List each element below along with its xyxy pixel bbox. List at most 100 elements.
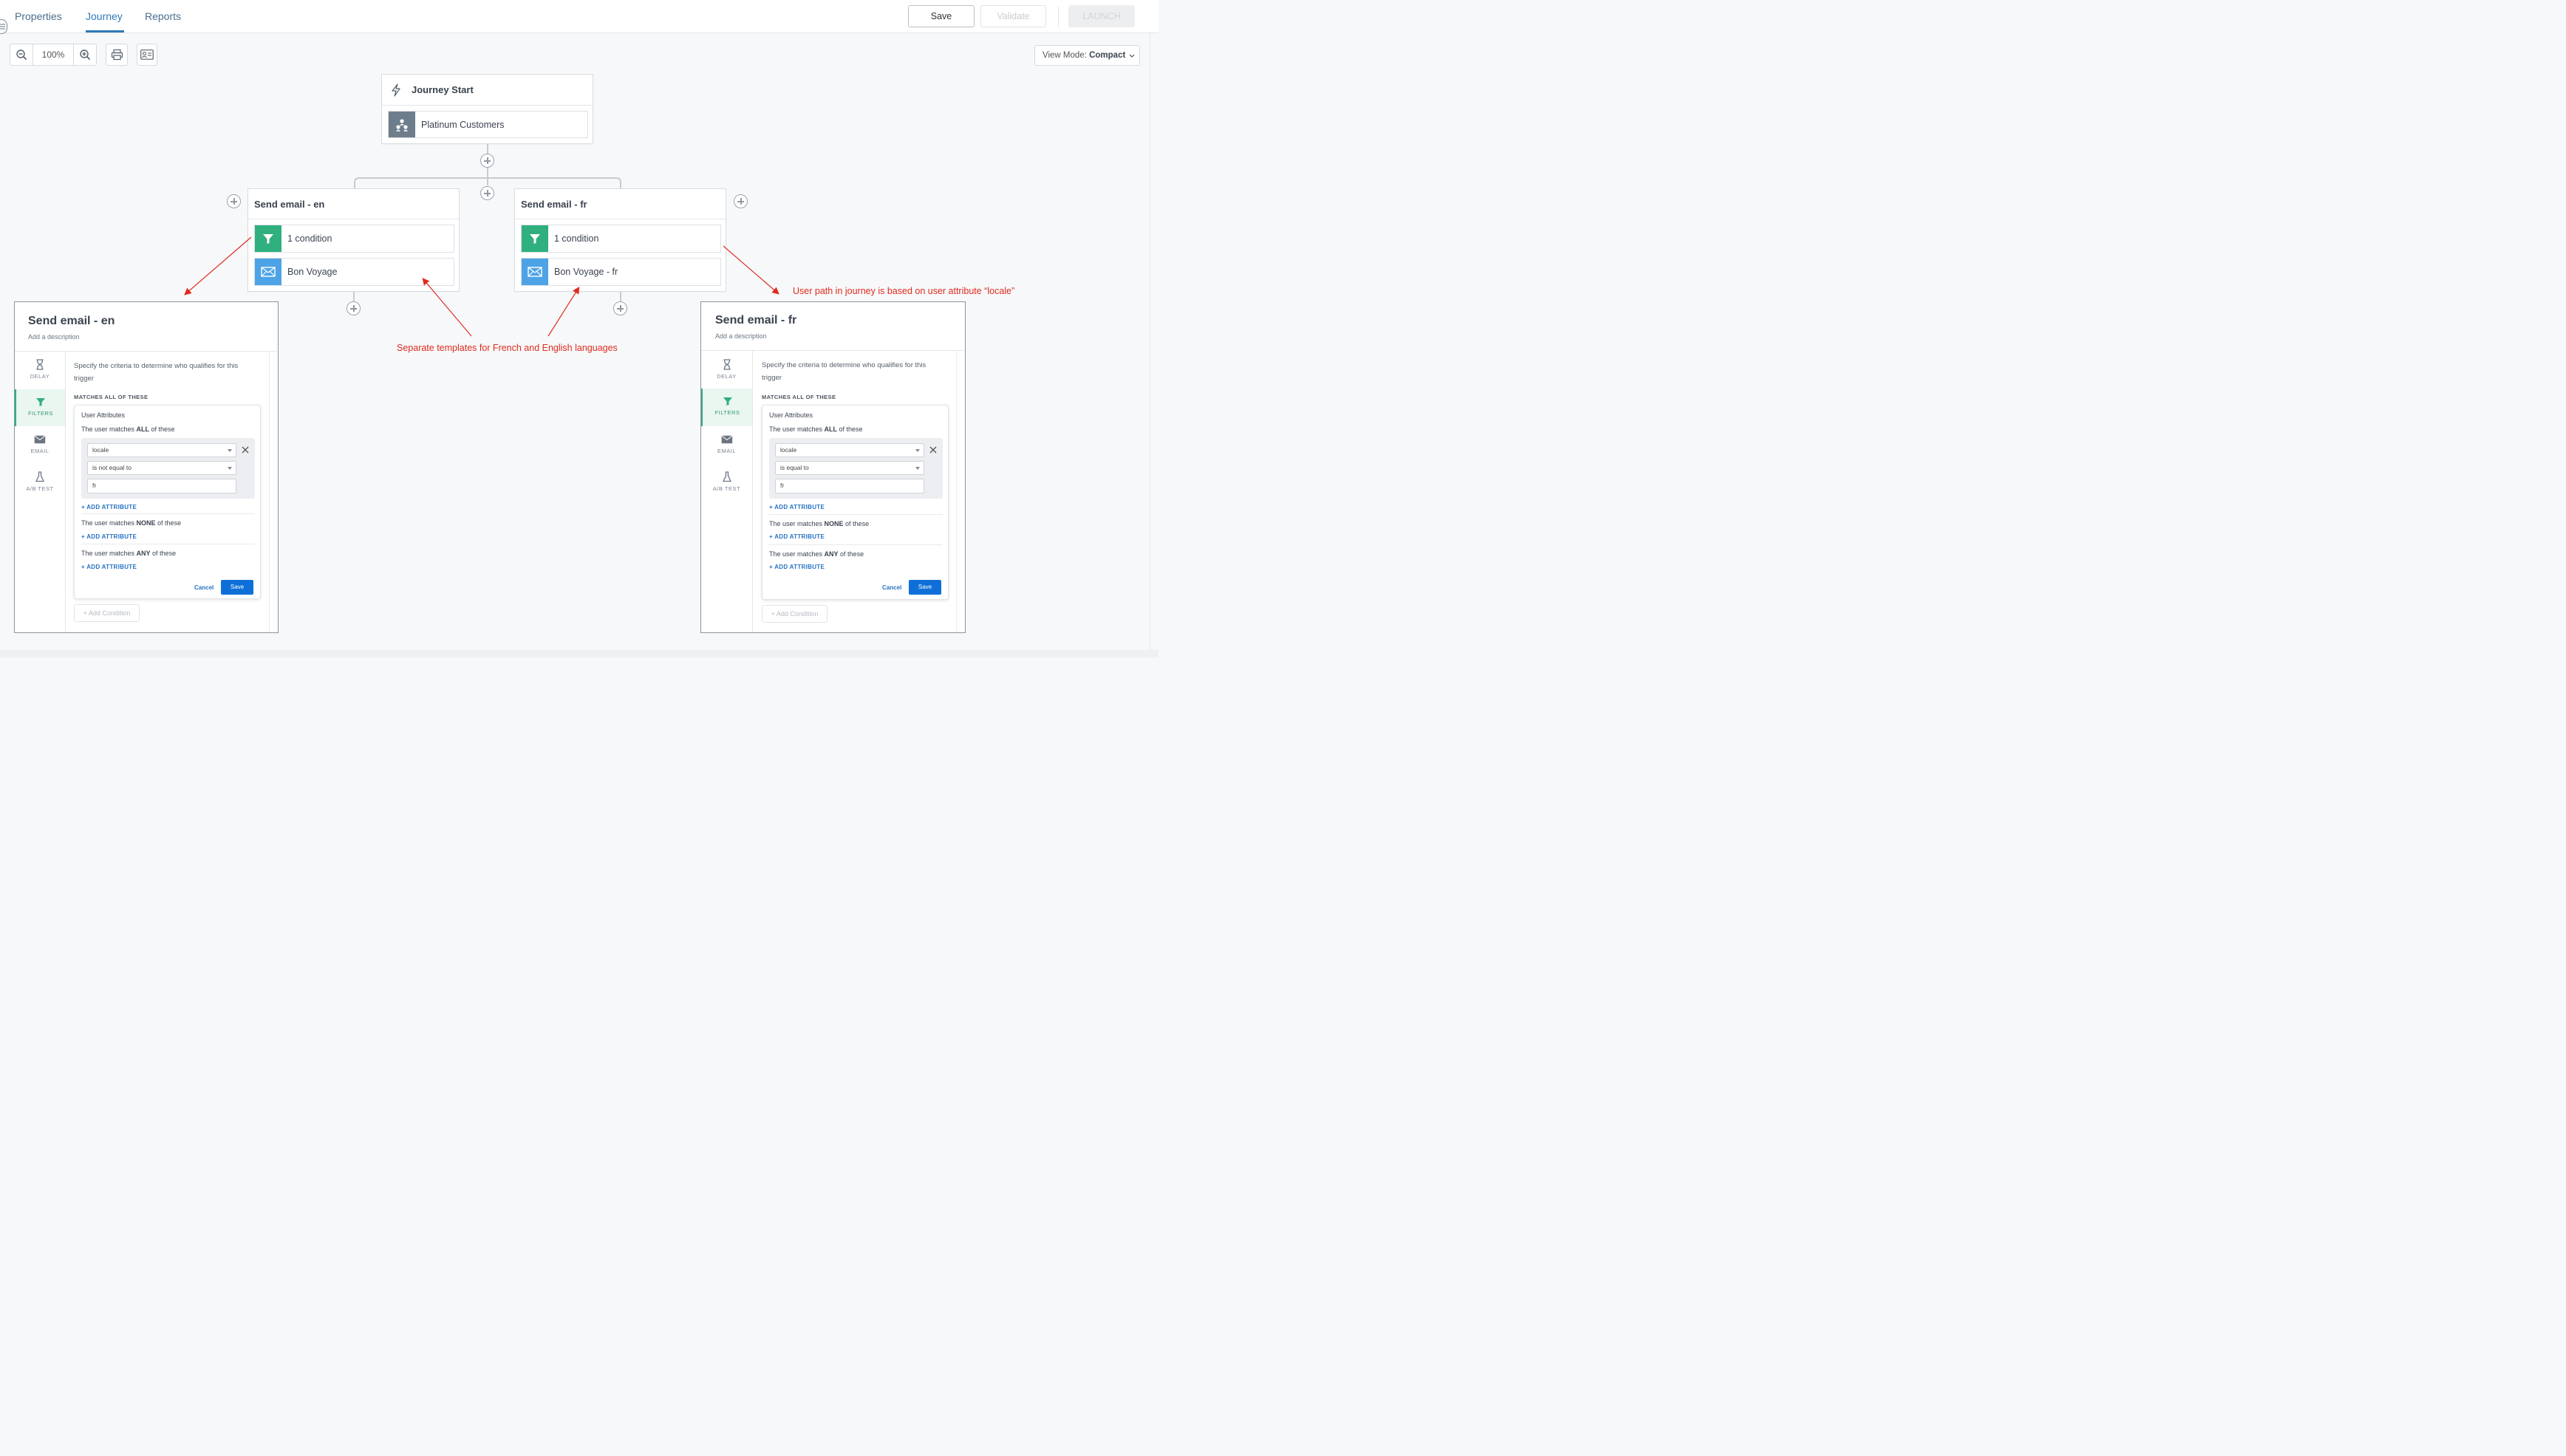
- annotation-arrows: [184, 236, 779, 337]
- match-any-text: The user matches ANY of these: [81, 550, 177, 557]
- add-attribute-none-link[interactable]: + ADD ATTRIBUTE: [769, 533, 825, 540]
- send-email-fr-card[interactable]: Send email - fr 1 condition Bon Voyage -…: [514, 188, 726, 292]
- filter-icon-tile: [255, 225, 281, 252]
- attribute-select[interactable]: locale: [87, 443, 236, 457]
- view-mode-dropdown[interactable]: View Mode: Compact: [1034, 45, 1140, 66]
- envelope-icon: [720, 435, 733, 444]
- user-attributes-label: User Attributes: [81, 411, 126, 419]
- journey-start-title: Journey Start: [412, 84, 474, 95]
- filter-icon: [530, 234, 540, 244]
- nav-filters[interactable]: FILTERS: [701, 389, 752, 426]
- remove-condition-icon[interactable]: [242, 446, 249, 454]
- add-branch-right-button[interactable]: [734, 194, 748, 208]
- add-condition-button[interactable]: + Add Condition: [74, 604, 140, 622]
- add-step-fr-button[interactable]: [613, 301, 627, 315]
- nav-email[interactable]: EMAIL: [15, 435, 65, 465]
- add-branch-button[interactable]: [480, 186, 494, 200]
- send-email-en-card[interactable]: Send email - en 1 condition Bon Voyage: [248, 188, 460, 292]
- connector-line: [487, 144, 488, 154]
- condition-row-fr[interactable]: 1 condition: [521, 225, 721, 253]
- remove-condition-icon[interactable]: [929, 446, 937, 454]
- branch-fr-title: Send email - fr: [521, 199, 587, 210]
- value-input[interactable]: fr: [87, 479, 236, 493]
- criteria-text: Specify the criteria to determine who qu…: [762, 361, 927, 382]
- add-attribute-all-link[interactable]: + ADD ATTRIBUTE: [769, 504, 825, 510]
- add-description-link[interactable]: Add a description: [28, 333, 80, 341]
- nav-delay-label: DELAY: [30, 373, 50, 380]
- panel-nav-divider: [752, 350, 753, 632]
- matches-all-heading: MATCHES ALL OF THESE: [762, 394, 836, 400]
- hourglass-icon: [36, 359, 44, 370]
- active-tab-indicator: [86, 30, 124, 33]
- operator-select[interactable]: is equal to: [775, 461, 924, 475]
- nav-delay[interactable]: DELAY: [701, 358, 752, 387]
- email-template-name: Bon Voyage - fr: [554, 267, 618, 277]
- nav-ab-test-label: A/B TEST: [712, 485, 741, 492]
- chevron-down-icon: [228, 467, 232, 470]
- attribute-select[interactable]: locale: [775, 443, 924, 457]
- filter-icon: [36, 398, 45, 406]
- branch-en-title: Send email - en: [254, 199, 325, 210]
- nav-filters-label: FILTERS: [714, 409, 740, 416]
- condition-row-en[interactable]: 1 condition: [254, 225, 454, 253]
- add-attribute-any-link[interactable]: + ADD ATTRIBUTE: [81, 564, 137, 570]
- save-button[interactable]: Save: [908, 5, 975, 27]
- nav-email-label: EMAIL: [717, 448, 736, 454]
- segment-name: Platinum Customers: [421, 120, 505, 130]
- segment-row[interactable]: Platinum Customers: [388, 111, 588, 138]
- cancel-button[interactable]: Cancel: [194, 584, 214, 591]
- filter-editor: User Attributes The user matches ALL of …: [762, 405, 949, 600]
- horizontal-scrollbar[interactable]: [0, 650, 1159, 657]
- zoom-out-button[interactable]: [10, 44, 34, 65]
- condition-count: 1 condition: [287, 233, 332, 244]
- nav-ab-test[interactable]: A/B TEST: [701, 471, 752, 501]
- nav-email[interactable]: EMAIL: [701, 435, 752, 465]
- add-condition-button[interactable]: + Add Condition: [762, 605, 828, 623]
- panel-scrollbar[interactable]: [956, 350, 957, 632]
- add-attribute-all-link[interactable]: + ADD ATTRIBUTE: [81, 504, 137, 510]
- add-step-en-button[interactable]: [347, 301, 361, 315]
- email-row-fr[interactable]: Bon Voyage - fr: [521, 258, 721, 286]
- validate-button[interactable]: Validate: [980, 5, 1046, 27]
- print-button[interactable]: [106, 44, 128, 66]
- connector-line: [353, 291, 355, 301]
- contact-card-icon: [140, 49, 154, 60]
- add-attribute-none-link[interactable]: + ADD ATTRIBUTE: [81, 533, 137, 540]
- section-divider: [81, 513, 255, 514]
- filter-icon: [723, 397, 732, 406]
- nav-ab-test[interactable]: A/B TEST: [15, 471, 65, 501]
- connector-line: [620, 291, 621, 301]
- segment-icon-tile: [389, 112, 415, 137]
- tab-reports[interactable]: Reports: [145, 10, 182, 22]
- zoom-in-button[interactable]: [74, 44, 96, 65]
- operator-select[interactable]: is not equal to: [87, 461, 236, 475]
- nav-ab-test-label: A/B TEST: [26, 485, 54, 492]
- save-filter-button[interactable]: Save: [909, 580, 941, 595]
- send-email-fr-panel: Send email - fr Add a description DELAY …: [700, 301, 966, 633]
- email-row-en[interactable]: Bon Voyage: [254, 258, 454, 286]
- attribute-condition-box: locale is equal to fr: [769, 438, 943, 499]
- envelope-icon: [34, 435, 46, 444]
- tab-journey[interactable]: Journey: [86, 10, 123, 22]
- nav-filters[interactable]: FILTERS: [15, 389, 65, 426]
- journey-start-card[interactable]: Journey Start Platinum Customers: [381, 74, 593, 144]
- zoom-in-icon: [80, 49, 90, 61]
- nav-email-label: EMAIL: [30, 448, 50, 454]
- section-divider: [769, 544, 943, 545]
- print-icon: [111, 49, 123, 61]
- launch-button[interactable]: LAUNCH: [1068, 5, 1135, 27]
- tab-properties[interactable]: Properties: [15, 10, 62, 22]
- view-mode-value: Compact: [1089, 51, 1126, 60]
- contact-card-button[interactable]: [137, 44, 157, 66]
- match-none-text: The user matches NONE of these: [81, 519, 182, 527]
- value-input[interactable]: fr: [775, 479, 924, 493]
- save-filter-button[interactable]: Save: [221, 580, 253, 595]
- add-attribute-any-link[interactable]: + ADD ATTRIBUTE: [769, 564, 825, 570]
- nav-delay[interactable]: DELAY: [15, 358, 65, 387]
- add-step-button[interactable]: [480, 154, 494, 168]
- add-description-link[interactable]: Add a description: [715, 332, 767, 340]
- add-branch-left-button[interactable]: [227, 194, 241, 208]
- cancel-button[interactable]: Cancel: [882, 584, 902, 591]
- panel-scrollbar[interactable]: [269, 351, 270, 632]
- panel-divider: [701, 350, 964, 351]
